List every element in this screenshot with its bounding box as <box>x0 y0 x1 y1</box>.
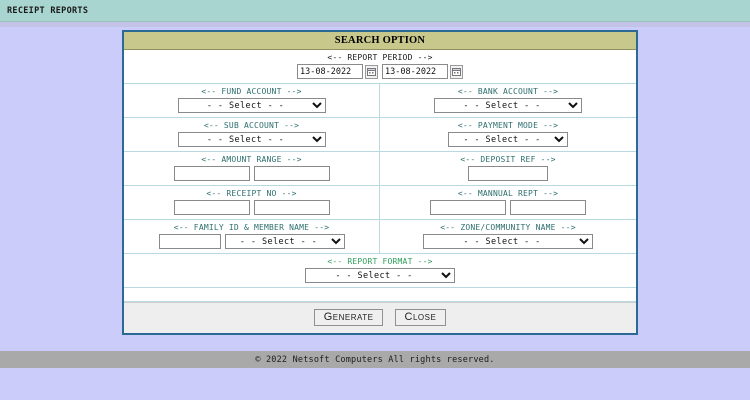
report-format-label: <-- REPORT FORMAT --> <box>327 257 433 266</box>
cell-deposit-ref: <-- DEPOSIT REF --> <box>380 152 636 185</box>
family-id-input[interactable] <box>158 234 221 249</box>
copyright-text: © 2022 Netsoft Computers All rights rese… <box>255 354 495 365</box>
mannual-rept-label: <-- MANNUAL REPT --> <box>457 189 559 198</box>
row-amount-deposit: <-- AMOUNT RANGE --> <-- DEPOSIT REF --> <box>124 152 636 186</box>
cell-payment-mode: <-- PAYMENT MODE --> - - Select - - <box>380 118 636 151</box>
row-sub-account-payment-mode: <-- SUB ACCOUNT --> - - Select - - <-- P… <box>124 118 636 152</box>
footer-bar: © 2022 Netsoft Computers All rights rese… <box>0 351 750 368</box>
calendar-icon-from[interactable] <box>365 64 378 79</box>
header-shadow-strip <box>0 22 750 27</box>
zone-community-label: <-- ZONE/COMMUNITY NAME --> <box>440 223 576 232</box>
cell-receipt-no: <-- RECEIPT NO --> <box>124 186 380 219</box>
cell-fund-account: <-- FUND ACCOUNT --> - - Select - - <box>124 84 380 117</box>
payment-mode-select[interactable]: - - Select - - <box>448 132 568 147</box>
cell-mannual-rept: <-- MANNUAL REPT --> <box>380 186 636 219</box>
row-family-zone: <-- FAMILY ID & MEMBER NAME --> - - Sele… <box>124 220 636 254</box>
search-option-panel: SEARCH OPTION <-- REPORT PERIOD --> <box>122 30 638 335</box>
row-report-format: <-- REPORT FORMAT --> - - Select - - <box>124 254 636 288</box>
generate-button[interactable]: Generate <box>313 309 384 326</box>
receipt-no-label: <-- RECEIPT NO --> <box>206 189 297 198</box>
bank-account-label: <-- BANK ACCOUNT --> <box>457 87 559 96</box>
date-to-widget <box>382 64 463 79</box>
payment-mode-label: <-- PAYMENT MODE --> <box>457 121 559 130</box>
cell-family-member: <-- FAMILY ID & MEMBER NAME --> - - Sele… <box>124 220 380 253</box>
mannual-rept-to-input[interactable] <box>510 200 586 215</box>
close-button[interactable]: Close <box>394 309 447 326</box>
cell-zone-community: <-- ZONE/COMMUNITY NAME --> - - Select -… <box>380 220 636 253</box>
bank-account-select[interactable]: - - Select - - <box>434 98 582 113</box>
amount-range-to-input[interactable] <box>253 166 330 181</box>
mannual-rept-from-input[interactable] <box>430 200 506 215</box>
report-period-label: <-- REPORT PERIOD --> <box>327 53 433 62</box>
fund-account-label: <-- FUND ACCOUNT --> <box>201 87 302 96</box>
calendar-icon-to[interactable] <box>450 64 463 79</box>
panel-button-bar: Generate Close <box>124 302 636 333</box>
receipt-no-from-input[interactable] <box>173 200 250 215</box>
app-header-bar: RECEIPT REPORTS <box>0 0 750 22</box>
family-member-label: <-- FAMILY ID & MEMBER NAME --> <box>173 223 330 232</box>
cell-report-format: <-- REPORT FORMAT --> - - Select - - <box>124 254 636 287</box>
cell-amount-range: <-- AMOUNT RANGE --> <box>124 152 380 185</box>
sub-account-label: <-- SUB ACCOUNT --> <box>203 121 300 130</box>
amount-range-label: <-- AMOUNT RANGE --> <box>201 155 302 164</box>
app-title: RECEIPT REPORTS <box>7 5 89 16</box>
report-format-select[interactable]: - - Select - - <box>305 268 455 283</box>
member-name-select[interactable]: - - Select - - <box>224 234 345 249</box>
row-fund-bank-account: <-- FUND ACCOUNT --> - - Select - - <-- … <box>124 84 636 118</box>
empty-row <box>124 288 636 302</box>
date-from-input[interactable] <box>297 64 363 79</box>
zone-community-select[interactable]: - - Select - - <box>423 234 593 249</box>
receipt-no-to-input[interactable] <box>253 200 330 215</box>
row-report-period: <-- REPORT PERIOD --> <box>124 50 636 84</box>
sub-account-select[interactable]: - - Select - - <box>177 132 326 147</box>
date-from-widget <box>297 64 378 79</box>
panel-title: SEARCH OPTION <box>124 32 636 50</box>
cell-sub-account: <-- SUB ACCOUNT --> - - Select - - <box>124 118 380 151</box>
cell-bank-account: <-- BANK ACCOUNT --> - - Select - - <box>380 84 636 117</box>
page-canvas: SEARCH OPTION <-- REPORT PERIOD --> <box>0 27 750 368</box>
deposit-ref-label: <-- DEPOSIT REF --> <box>460 155 556 164</box>
amount-range-from-input[interactable] <box>173 166 250 181</box>
fund-account-select[interactable]: - - Select - - <box>177 98 326 113</box>
cell-report-period: <-- REPORT PERIOD --> <box>124 50 636 83</box>
deposit-ref-input[interactable] <box>468 166 548 181</box>
date-to-input[interactable] <box>382 64 448 79</box>
row-receipt-mannual: <-- RECEIPT NO --> <-- MANNUAL REPT --> <box>124 186 636 220</box>
